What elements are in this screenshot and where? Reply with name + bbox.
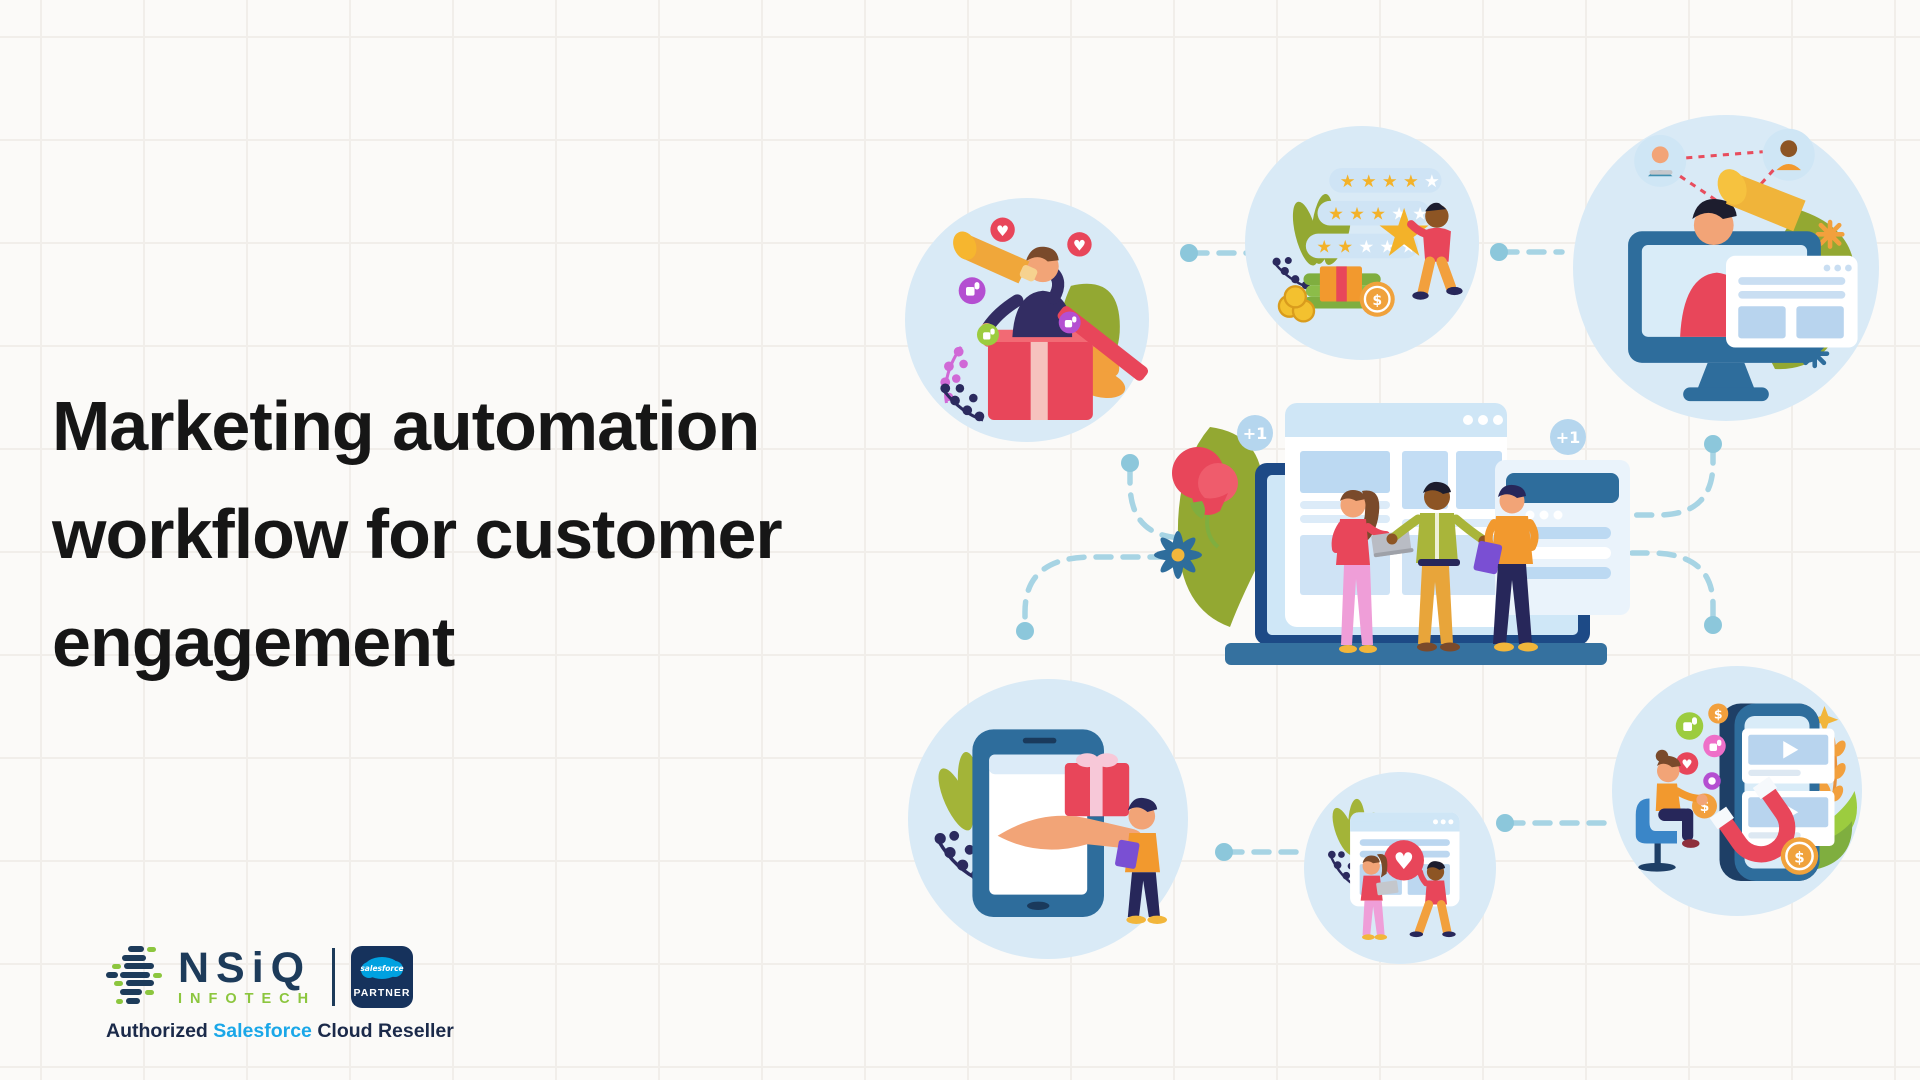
man-right	[1409, 861, 1456, 938]
giving-hand	[997, 815, 1143, 850]
audience-bubble-right	[1762, 128, 1815, 181]
svg-text:★: ★	[1337, 237, 1353, 257]
online-promotion-illustration	[1628, 128, 1858, 402]
purple-branch	[940, 345, 968, 404]
salesforce-partner-badge: salesforce PARTNER	[350, 946, 413, 1008]
nsiq-logo-mark-icon	[106, 946, 162, 1004]
svg-text:★: ★	[1340, 172, 1356, 192]
svg-text:★: ★	[1424, 172, 1440, 192]
berry-branch	[1272, 257, 1310, 290]
svg-text:♥: ♥	[1394, 849, 1415, 875]
svg-text:★: ★	[1382, 172, 1398, 192]
tagline: Authorized Salesforce Cloud Reseller	[106, 1020, 454, 1043]
tagline-suffix: Cloud Reseller	[311, 1020, 454, 1042]
title-line-3: engagement	[52, 603, 455, 681]
big-star	[1379, 207, 1429, 256]
plus-one-badge-right	[1550, 419, 1586, 455]
svg-text:♥: ♥	[996, 223, 1009, 240]
social-like-icons: ♥ ♥	[958, 217, 1092, 346]
title-line-1: Marketing automation	[52, 387, 760, 465]
node-gift-announcement: ♥ ♥	[905, 198, 1149, 442]
like-heart-badge: ♥	[1383, 840, 1424, 881]
svg-text:★: ★	[1316, 237, 1332, 257]
node-team-collaboration: +1 +1	[1150, 395, 1640, 695]
megaphone-icon	[1717, 169, 1806, 232]
svg-text:♥: ♥	[1073, 237, 1086, 254]
red-flower	[1172, 447, 1238, 549]
svg-text:$: $	[1372, 293, 1382, 309]
sparkle	[1810, 706, 1839, 734]
browser-card	[1726, 255, 1858, 348]
node-social-engagement: ♥	[1304, 772, 1496, 964]
svg-text:★: ★	[1412, 205, 1428, 225]
team-collaboration-illustration: +1 +1	[1154, 403, 1630, 665]
footer-logo: NSiQ INFOTECH salesforce PARTNER Authori…	[106, 944, 454, 1043]
rating-bars: ★★★★★ ★★★★★ ★★★★★	[1305, 168, 1442, 259]
svg-text:★: ★	[1358, 237, 1374, 257]
laptop-base	[1225, 643, 1607, 665]
node-lead-attraction: $ ♥ $ $	[1612, 666, 1862, 916]
gold-coin: $	[1780, 837, 1819, 875]
salesforce-cloud-icon: salesforce	[360, 957, 403, 979]
engagement-icons: $ ♥ $	[1675, 703, 1729, 819]
tagline-prefix: Authorized	[106, 1020, 214, 1042]
gift-delivery-illustration	[934, 729, 1167, 924]
connector-center-bottomleft	[1022, 554, 1168, 630]
plus-one-right-label: +1	[1556, 428, 1581, 447]
woman-left	[1360, 854, 1399, 940]
customer-person	[1115, 797, 1167, 924]
salesforce-cloud-label: salesforce	[360, 964, 403, 973]
browser-window-main	[1285, 403, 1507, 627]
partner-label: PARTNER	[353, 987, 410, 999]
tagline-salesforce: Salesforce	[213, 1020, 312, 1042]
man-right-with-tablet	[1473, 484, 1539, 652]
svg-text:★: ★	[1370, 205, 1386, 225]
title-line-2: workflow for customer	[52, 495, 783, 573]
node-customer-ratings: $ ★★★★★ ★★★★★ ★★★★★	[1245, 126, 1479, 360]
svg-text:♥: ♥	[1681, 757, 1692, 772]
audience-bubble-left	[1634, 134, 1687, 187]
svg-text:$: $	[1700, 799, 1710, 815]
blue-daisy-flower	[1154, 531, 1202, 579]
page-title: Marketing automation workflow for custom…	[52, 372, 783, 696]
social-engagement-illustration: ♥	[1328, 798, 1460, 940]
lead-attraction-illustration: $ ♥ $ $	[1635, 703, 1857, 881]
gift-announcement-illustration: ♥ ♥	[940, 217, 1149, 422]
svg-text:★: ★	[1361, 172, 1377, 192]
svg-text:★: ★	[1349, 205, 1365, 225]
logo-divider	[332, 948, 335, 1006]
man-center	[1386, 481, 1490, 652]
megaphone-icon	[953, 231, 1038, 284]
gift-ribbon	[1030, 341, 1048, 421]
svg-text:$: $	[1794, 848, 1804, 866]
customer-ratings-illustration: $ ★★★★★ ★★★★★ ★★★★★	[1272, 168, 1463, 323]
brand-division: INFOTECH	[178, 991, 317, 1007]
browser-window-side	[1495, 460, 1630, 615]
orange-starburst	[1815, 219, 1845, 249]
node-online-promotion	[1573, 115, 1879, 421]
video-card-top	[1742, 728, 1835, 784]
svg-text:★: ★	[1403, 172, 1419, 192]
svg-text:$: $	[1714, 707, 1723, 722]
berry-branch	[940, 383, 985, 422]
svg-text:★: ★	[1328, 205, 1344, 225]
brand-name: NSiQ	[178, 944, 312, 992]
gift-box	[1064, 753, 1130, 817]
plus-one-badge-left	[1237, 415, 1273, 451]
node-gift-delivery	[908, 679, 1188, 959]
coins: $	[1277, 281, 1395, 323]
seated-woman	[1635, 749, 1708, 872]
rating-person	[1407, 202, 1463, 300]
plus-one-left-label: +1	[1243, 424, 1268, 443]
magnet-icon	[1709, 776, 1796, 863]
